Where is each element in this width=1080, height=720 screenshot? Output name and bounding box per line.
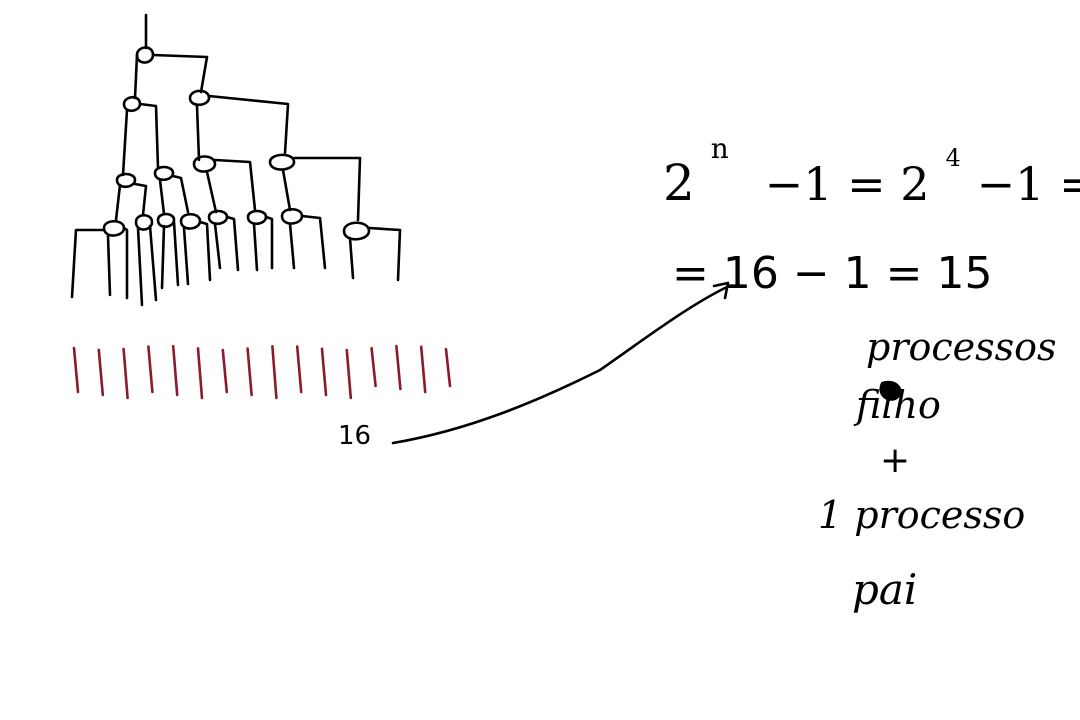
tree-node-l4 — [134, 213, 154, 231]
note-pai: pai — [852, 565, 917, 614]
tally-mark — [444, 347, 452, 388]
tree-branch — [292, 156, 362, 222]
tree-leaf — [136, 226, 144, 307]
tree-branch — [281, 168, 292, 212]
tree-leaf — [367, 226, 402, 282]
formula-part-2: −1 = — [977, 157, 1080, 211]
tally-mark — [271, 344, 278, 400]
tree-leaf — [300, 214, 327, 270]
tree-node-root — [135, 46, 155, 64]
tree-branch — [121, 108, 129, 177]
tree-leaf — [225, 215, 240, 272]
tally-mark — [221, 348, 229, 394]
notes: processos filho + 1 processo pai — [818, 325, 1057, 614]
tally-mark — [395, 344, 402, 391]
tree-node-l3 — [153, 165, 175, 182]
tree-leaf — [160, 224, 166, 290]
tree-leaf — [106, 234, 112, 297]
tree-branch — [114, 183, 122, 222]
formula-exponent: n — [711, 132, 729, 165]
arrow-head — [712, 281, 730, 300]
tally-mark — [345, 348, 353, 400]
tally-mark — [419, 345, 427, 394]
tree-leaf — [172, 220, 180, 287]
tree-leaf — [264, 215, 274, 270]
tree-node-l4 — [156, 212, 176, 229]
tree-leaf — [288, 222, 296, 270]
tree-node-l4 — [102, 219, 126, 237]
tree-leaf — [70, 228, 106, 299]
tree-branch — [205, 170, 218, 214]
note-processo: 1 processo — [818, 493, 1025, 537]
tree-leaf — [122, 226, 129, 300]
tally-mark — [320, 347, 328, 397]
note-processos: processos — [866, 325, 1057, 369]
formula: 2 n −1 = 2 4 −1 = = 16 − 1 = 15 — [663, 112, 1080, 299]
arrow-label: 16 — [338, 421, 371, 451]
tree-branch — [213, 158, 257, 212]
arrow-shaft — [391, 285, 729, 445]
tree-branch — [195, 104, 201, 162]
formula-base: 2 — [663, 154, 695, 212]
tree-node-l4 — [179, 212, 202, 230]
tree-leaf — [348, 236, 355, 280]
tree-node-l2-left — [122, 95, 142, 113]
tally-mark — [196, 347, 204, 400]
tree-node-l3 — [192, 155, 217, 173]
tally-marks — [72, 344, 452, 400]
tree-branch — [151, 53, 209, 94]
tally-mark — [171, 344, 179, 397]
tree-leaf — [182, 226, 190, 286]
tally-mark — [147, 345, 154, 394]
tree-leaf — [213, 222, 222, 270]
svg-text:2 n −1 = 2 4: 2 n −1 = 2 4 −1 = — [663, 112, 1080, 212]
tree-branch — [207, 94, 290, 155]
tally-mark — [72, 346, 80, 394]
tree-node-l3 — [268, 153, 296, 171]
tree-branch — [158, 178, 166, 216]
tree-branch — [133, 182, 148, 217]
tree-leaf — [252, 222, 259, 272]
formula-exponent-2: 4 — [945, 144, 960, 172]
tally-mark — [122, 347, 129, 400]
tally-mark — [246, 347, 253, 397]
tree-node-l4 — [246, 209, 268, 226]
tree-node-l2-right — [188, 89, 211, 107]
ink-blot — [879, 380, 902, 401]
tree-branch — [171, 174, 190, 214]
arrow — [391, 281, 730, 445]
tree-node-l4 — [207, 209, 229, 226]
note-plus: + — [880, 440, 910, 481]
tree-node-l4 — [342, 221, 371, 241]
tree-leaf — [198, 220, 212, 282]
formula-line-2: = 16 − 1 = 15 — [672, 248, 993, 299]
tree-branch — [133, 53, 139, 100]
tally-mark — [295, 345, 303, 394]
process-tree — [70, 13, 402, 307]
tally-mark — [370, 346, 377, 388]
tree-branch — [138, 102, 160, 170]
formula-part: −1 = 2 — [765, 157, 930, 211]
tally-mark — [97, 348, 105, 397]
tree-leaf — [148, 224, 158, 302]
tree-node-l4 — [280, 207, 304, 225]
